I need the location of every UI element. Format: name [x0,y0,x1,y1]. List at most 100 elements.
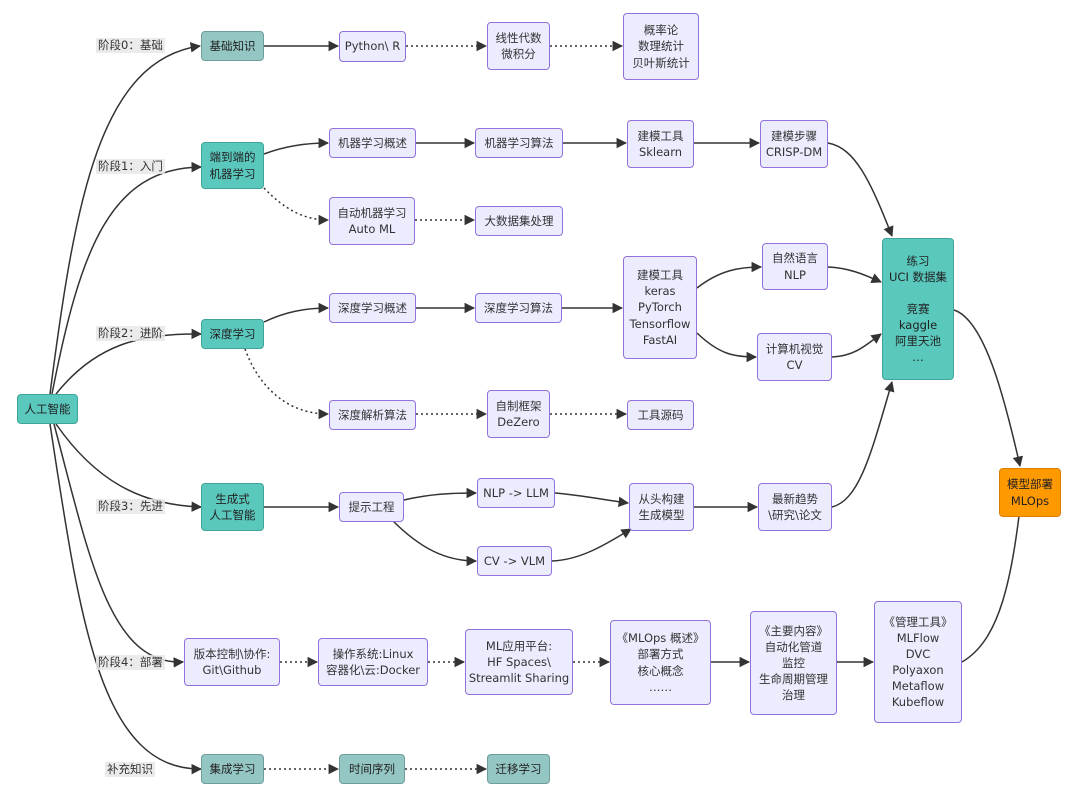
node-build-from-scratch[interactable]: 从头构建生成模型 [629,483,694,531]
edge-tool2-cv [696,332,758,363]
node-cv-vlm[interactable]: CV -> VLM [477,546,552,576]
node-dezero[interactable]: 自制框架 DeZero [487,390,550,438]
node-text-line: 生命周期管理 [759,672,828,687]
node-ml-algorithms[interactable]: 机器学习算法 [475,128,563,158]
node-ml-overview[interactable]: 机器学习概述 [329,128,416,158]
node-text-line: MLOps [1010,493,1050,508]
node-text-line: 自动化管道 [764,639,823,654]
node-ml-platform[interactable]: ML应用平台:HF Spaces\Streamlit Sharing [465,629,573,695]
node-text-line: 微积分 [501,47,536,61]
node-ai[interactable]: 人工智能 [17,394,78,424]
node-stage0-basics[interactable]: 基础知识 [201,31,264,61]
node-text-line: 端到端的 [209,150,256,165]
node-text-line: DVC [905,646,931,661]
edge-nlp-practice [827,266,882,284]
edge-ai-extra [49,423,203,775]
node-big-data[interactable]: 大数据集处理 [475,206,563,236]
node-dl-overview[interactable]: 深度学习概述 [329,293,416,323]
node-text-line: \研究\论文 [768,508,822,522]
node-nlp-llm[interactable]: NLP -> LLM [477,478,555,508]
edge-cvvlm-scratch [551,528,632,562]
edge-mgmt-deploy [961,489,1027,663]
node-text-line: CV [786,358,803,372]
node-stage3-generative-ai[interactable]: 生成式人工智能 [201,483,264,531]
node-text-line: Tensorflow [629,316,691,331]
node-text-line: Polyaxon [892,663,944,677]
node-text-line: 基础知识 [209,38,256,53]
edge-label-stage4: 阶段4：部署 [96,655,165,670]
edge-prompt-nlpllm [403,487,478,501]
node-text-line: 从头构建 [638,491,685,506]
node-text-line: kaggle [898,318,938,333]
node-text-line: 建模工具 [637,268,683,283]
node-text-line: CV -> VLM [483,553,546,568]
node-python-r[interactable]: Python\ R [339,31,406,62]
node-text-line: MLFlow [896,630,940,645]
edge-trend-practice [831,380,895,508]
edge-cv-practice [831,333,882,358]
node-text-line: 《主要内容》 [759,623,828,638]
node-linear-algebra-calculus[interactable]: 线性代数微积分 [487,22,550,70]
node-text-line: 深度解析算法 [338,407,407,422]
node-tool-source[interactable]: 工具源码 [627,400,694,430]
edge-prompt-cvvlm [391,519,478,567]
edge-ai-stage1 [51,161,203,395]
node-text-line: 计算机视觉 [765,341,824,356]
node-mlops-overview[interactable]: 《MLOps 概述》部署方式核心概念…… [610,620,711,705]
node-transfer-learning[interactable]: 迁移学习 [487,754,550,784]
node-text-line: 概率论 [643,23,679,38]
edge-nlpllm-scratch [554,492,630,507]
node-text-line: UCI 数据集 [889,269,947,284]
edge-s2-dlparse [244,348,330,420]
node-dl-algorithms[interactable]: 深度学习算法 [475,293,562,323]
node-text-line: DeZero [497,415,540,429]
node-text-line: 深度学习概述 [338,300,407,315]
node-time-series[interactable]: 时间序列 [339,754,405,784]
edge-ai-stage3 [55,423,203,512]
edge-label-stage1: 阶段1：入门 [96,159,165,174]
node-text-line: 竞赛 [906,301,930,316]
node-text-line: 版本控制\协作: [193,646,271,661]
node-text-line: 模型部署 [1007,477,1053,492]
node-text-line: 练习 [906,253,930,268]
edge-label-stage3: 阶段3：先进 [96,499,165,514]
edge-practice-deploy [953,309,1024,468]
node-text-line: 贝叶斯统计 [632,55,690,70]
node-text-line: NLP [784,267,806,282]
node-text-line: 大数据集处理 [484,213,554,228]
edge-s1-mlov [263,137,330,155]
node-text-line: 自制框架 [495,398,542,413]
edge-ai-stage4 [53,423,185,668]
node-main-content[interactable]: 《主要内容》自动化管道监控生命周期管理治理 [750,611,837,715]
node-ensemble-learning[interactable]: 集成学习 [201,754,264,784]
node-text-line: 时间序列 [349,761,395,776]
node-stage1-e2e-ml[interactable]: 端到端的机器学习 [201,142,264,189]
node-text-line: PyTorch [638,300,682,315]
edge-ai-stage0 [49,42,202,395]
node-text-line: CRISP-DM [765,145,823,159]
node-prompt-engineering[interactable]: 提示工程 [339,492,404,522]
node-text-line: 《MLOps 概述》 [616,631,705,646]
node-text-line: 人工智能 [24,401,71,416]
node-text-line: 建模步骤 [771,128,817,143]
node-computer-vision[interactable]: 计算机视觉 CV [757,333,832,381]
node-text-line: 机器学习 [209,166,256,181]
node-version-control[interactable]: 版本控制\协作:Git\Github [184,638,280,686]
node-stage2-deep-learning[interactable]: 深度学习 [201,319,264,349]
node-crisp-dm[interactable]: 建模步骤 CRISP-DM [760,120,828,168]
node-probability-statistics[interactable]: 概率论数理统计贝叶斯统计 [623,13,699,80]
node-latest-trends[interactable]: 最新趋势\研究\论文 [758,483,832,531]
node-text-line: 生成式 [215,491,250,506]
node-text-line: 操作系统:Linux [332,646,414,661]
node-text-line: 核心概念 [637,663,684,678]
node-dl-deep-dive[interactable]: 深度解析算法 [329,400,416,430]
